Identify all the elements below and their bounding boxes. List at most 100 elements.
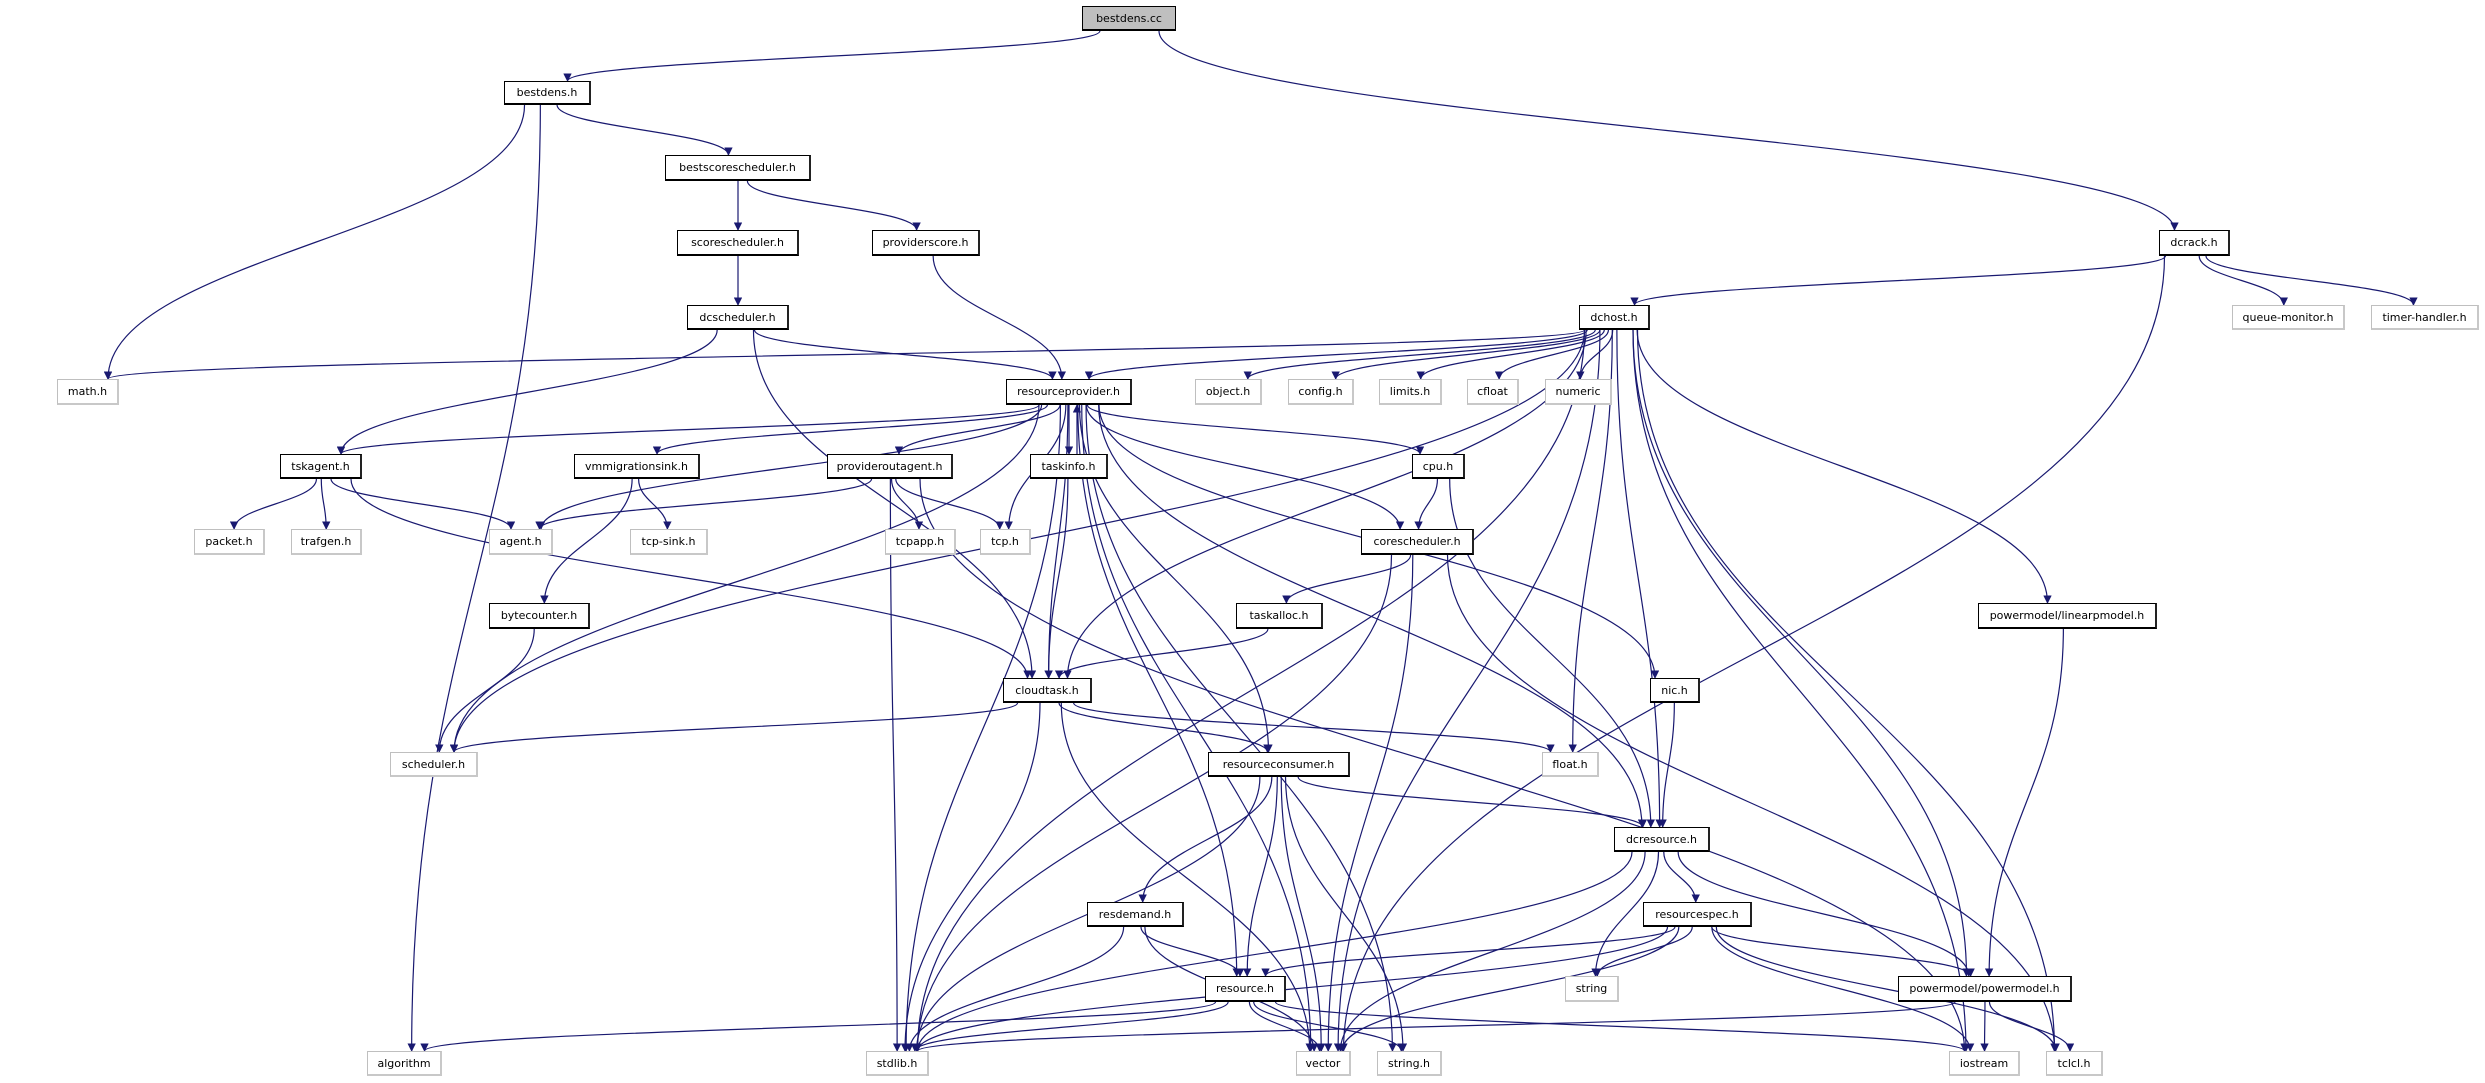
- node-provideroutagent-h[interactable]: provideroutagent.h: [827, 454, 953, 479]
- edge-bestdens-h-to-bestscorescheduler-h: [556, 104, 733, 156]
- node-resource-h[interactable]: resource.h: [1205, 976, 1286, 1002]
- node-agent-h: agent.h: [489, 529, 553, 555]
- node-bytecounter-h[interactable]: bytecounter.h: [489, 603, 590, 629]
- edge-tskagent-h-to-trafgen-h: [320, 478, 331, 530]
- edge-cloudtask-h-to-stdlib-h: [900, 702, 1041, 1052]
- edge-nic-h-to-dcresource-h: [1658, 702, 1675, 828]
- edge-resourceconsumer-h-to-resource-h: [1242, 776, 1278, 977]
- edge-corescheduler-h-to-vector: [1324, 554, 1414, 1052]
- node-numeric: numeric: [1545, 379, 1612, 405]
- edge-resourcespec-h-to-tclcl-h: [1715, 926, 2060, 1052]
- edge-dchost-h-to-dcresource-h: [1616, 329, 1664, 828]
- edge-resourcespec-h-to-resource-h: [1261, 926, 1676, 977]
- edge-provideroutagent-h-to-tcpapp-h: [890, 478, 924, 530]
- node-taskalloc-h[interactable]: taskalloc.h: [1236, 603, 1323, 629]
- node-taskinfo-h[interactable]: taskinfo.h: [1030, 454, 1108, 479]
- edge-resourceprovider-h-to-dcresource-h: [1098, 404, 1647, 828]
- edge-dchost-h-to-cfloat: [1494, 329, 1610, 380]
- node-bestdens-h[interactable]: bestdens.h: [504, 81, 591, 105]
- node-providerscore-h[interactable]: providerscore.h: [872, 230, 980, 256]
- edge-resourcespec-h-to-powermodel-powermodel-h: [1711, 926, 1975, 977]
- node-stdlib-h: stdlib.h: [866, 1051, 929, 1076]
- node-config-h: config.h: [1288, 379, 1354, 405]
- edge-resourceprovider-h-to-resource-h: [1077, 404, 1241, 977]
- edge-bestdens-h-to-math-h: [103, 104, 526, 380]
- node-resourcespec-h[interactable]: resourcespec.h: [1643, 902, 1752, 927]
- node-resdemand-h[interactable]: resdemand.h: [1087, 902, 1184, 927]
- edge-resourceprovider-h-to-cloudtask-h: [1044, 404, 1069, 679]
- edge-resourceprovider-h-to-agent-h: [536, 404, 1043, 530]
- node-dcresource-h[interactable]: dcresource.h: [1614, 827, 1710, 852]
- edge-resource-h-to-string-h: [1253, 1001, 1406, 1052]
- node-nic-h[interactable]: nic.h: [1650, 678, 1700, 703]
- edge-provideroutagent-h-to-iostream: [919, 478, 1969, 1052]
- node-scheduler-h: scheduler.h: [390, 752, 478, 777]
- edge-resourcespec-h-to-iostream: [1711, 926, 1975, 1052]
- node-corescheduler-h[interactable]: corescheduler.h: [1361, 529, 1474, 555]
- edge-provideroutagent-h-to-agent-h: [535, 478, 873, 530]
- node-tskagent-h[interactable]: tskagent.h: [280, 454, 362, 479]
- edge-resource-h-to-algorithm: [420, 1001, 1217, 1052]
- node-cpu-h[interactable]: cpu.h: [1412, 454, 1465, 479]
- node-float-h: float.h: [1542, 752, 1599, 777]
- node-powermodel-powermodel-h[interactable]: powermodel/powermodel.h: [1898, 976, 2072, 1002]
- edge-cloudtask-h-to-scheduler-h: [449, 702, 1019, 753]
- edge-bestdens-cc-to-dcrack-h: [1158, 30, 2179, 231]
- node-resourceprovider-h[interactable]: resourceprovider.h: [1006, 379, 1132, 405]
- edge-dchost-h-to-tclcl-h: [1636, 329, 2059, 1052]
- edge-dcrack-h-to-vector: [1339, 255, 2166, 1052]
- edge-taskalloc-h-to-cloudtask-h: [1054, 628, 1269, 679]
- edge-tskagent-h-to-agent-h: [330, 478, 516, 530]
- edge-cloudtask-h-to-vector: [1060, 702, 1314, 1052]
- edge-dcresource-h-to-powermodel-powermodel-h: [1677, 851, 1974, 977]
- node-cfloat: cfloat: [1467, 379, 1519, 405]
- edge-dcresource-h-to-resourcespec-h: [1663, 851, 1700, 903]
- edge-corescheduler-h-to-tclcl-h: [1446, 554, 2059, 1052]
- edge-powermodel-powermodel-h-to-stdlib-h: [913, 1001, 1956, 1052]
- node-scorescheduler-h[interactable]: scorescheduler.h: [677, 230, 799, 256]
- node-cloudtask-h[interactable]: cloudtask.h: [1003, 678, 1092, 703]
- node-object-h: object.h: [1195, 379, 1262, 405]
- node-powermodel-linearpmodel-h[interactable]: powermodel/linearpmodel.h: [1978, 603, 2157, 629]
- edge-corescheduler-h-to-stdlib-h: [913, 554, 1393, 1052]
- edge-resource-h-to-iostream: [1274, 1001, 1969, 1052]
- node-dcscheduler-h[interactable]: dcscheduler.h: [687, 305, 789, 330]
- node-tcpapp-h: tcpapp.h: [885, 529, 956, 555]
- node-timer-handler-h: timer-handler.h: [2371, 305, 2479, 330]
- edge-dchost-h-to-object-h: [1243, 329, 1596, 380]
- edge-resourceprovider-h-to-tskagent-h: [337, 404, 1040, 455]
- edge-resourceconsumer-h-to-dcresource-h: [1297, 776, 1647, 828]
- edge-dcresource-h-to-stdlib-h: [913, 851, 1633, 1052]
- edge-cpu-h-to-corescheduler-h: [1414, 478, 1439, 530]
- edge-dchost-h-to-iostream: [1632, 329, 1971, 1052]
- edge-resourceprovider-h-to-cpu-h: [1086, 404, 1425, 455]
- edge-dcscheduler-h-to-cloudtask-h: [752, 329, 1037, 679]
- node-queue-monitor-h: queue-monitor.h: [2232, 305, 2345, 330]
- edge-dcresource-h-to-string: [1591, 851, 1660, 977]
- edge-providerscore-h-to-resourceprovider-h: [932, 255, 1067, 380]
- edge-powermodel-linearpmodel-h-to-powermodel-powermodel-h: [1984, 628, 2064, 977]
- edge-resourceprovider-h-to-vmmigrationsink-h: [652, 404, 1048, 455]
- node-string: string: [1565, 976, 1619, 1002]
- edge-resourceprovider-h-to-scheduler-h: [449, 404, 1040, 753]
- node-resourceconsumer-h[interactable]: resourceconsumer.h: [1208, 752, 1350, 777]
- edge-dchost-h-to-stdlib-h: [913, 329, 1586, 1052]
- edge-taskinfo-h-to-cloudtask-h: [1044, 478, 1069, 679]
- node-bestscorescheduler-h[interactable]: bestscorescheduler.h: [665, 155, 811, 181]
- node-vmmigrationsink-h[interactable]: vmmigrationsink.h: [574, 454, 700, 479]
- edge-resourceconsumer-h-to-vector: [1280, 776, 1326, 1052]
- edge-resourceconsumer-h-to-resdemand-h: [1138, 776, 1273, 903]
- edge-bestdens-h-to-algorithm: [407, 104, 541, 1052]
- node-dchost-h[interactable]: dchost.h: [1579, 305, 1650, 330]
- edge-powermodel-powermodel-h-to-tclcl-h: [1988, 1001, 2075, 1052]
- edge-dcresource-h-to-vector: [1336, 851, 1646, 1052]
- edge-dchost-h-to-powermodel-powermodel-h: [1632, 329, 1971, 977]
- node-bestdens-cc[interactable]: bestdens.cc: [1082, 6, 1176, 31]
- edge-provideroutagent-h-to-stdlib-h: [889, 478, 902, 1052]
- edge-resdemand-h-to-resource-h: [1140, 926, 1245, 977]
- node-algorithm: algorithm: [367, 1051, 442, 1076]
- node-dcrack-h[interactable]: dcrack.h: [2159, 230, 2230, 256]
- edge-dchost-h-to-vector: [1333, 329, 1601, 1052]
